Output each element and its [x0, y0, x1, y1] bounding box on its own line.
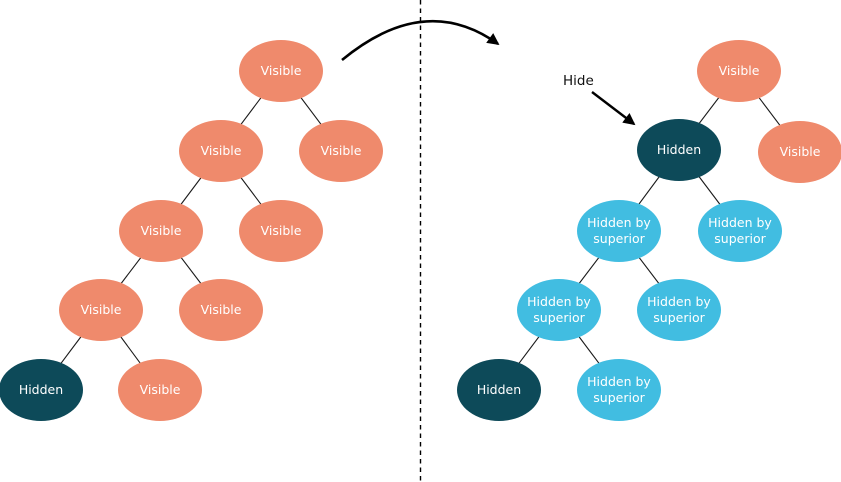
tree-node-visible: Visible: [697, 40, 781, 102]
tree-node-visible: Visible: [179, 120, 263, 182]
node-label: Visible: [260, 223, 302, 239]
tree-node-hidden-by-superior: Hidden by superior: [698, 200, 782, 262]
node-label: Visible: [200, 143, 242, 159]
node-label: Hidden by superior: [527, 294, 591, 325]
node-label: Hidden by superior: [587, 374, 651, 405]
node-label: Hidden: [18, 382, 64, 398]
tree-node-hidden-by-superior: Hidden by superior: [577, 359, 661, 421]
tree-node-hidden: Hidden: [457, 359, 541, 421]
tree-node-hidden-by-superior: Hidden by superior: [637, 279, 721, 341]
node-label: Visible: [779, 144, 821, 160]
tree-node-hidden: Hidden: [637, 119, 721, 181]
hide-arrow: [591, 91, 636, 126]
tree-node-visible: Visible: [239, 40, 323, 102]
node-label: Visible: [140, 223, 182, 239]
tree-node-visible: Visible: [119, 200, 203, 262]
node-label: Hidden by superior: [647, 294, 711, 325]
tree-node-visible: Visible: [179, 279, 263, 341]
node-label: Visible: [718, 63, 760, 79]
tree-node-visible: Visible: [299, 120, 383, 182]
node-label: Hidden by superior: [708, 215, 772, 246]
node-label: Hidden: [656, 142, 702, 158]
tree-node-hidden-by-superior: Hidden by superior: [517, 279, 601, 341]
tree-node-visible: Visible: [118, 359, 202, 421]
transform-arrow: [341, 19, 500, 62]
node-label: Visible: [260, 63, 302, 79]
node-label: Visible: [320, 143, 362, 159]
node-label: Hidden: [476, 382, 522, 398]
tree-node-hidden: Hidden: [0, 359, 83, 421]
node-label: Visible: [139, 382, 181, 398]
node-label: Visible: [200, 302, 242, 318]
hide-annotation-label: Hide: [563, 73, 594, 89]
tree-node-visible: Visible: [758, 121, 841, 183]
tree-node-visible: Visible: [59, 279, 143, 341]
tree-node-hidden-by-superior: Hidden by superior: [577, 200, 661, 262]
node-label: Hidden by superior: [587, 215, 651, 246]
node-label: Visible: [80, 302, 122, 318]
tree-node-visible: Visible: [239, 200, 323, 262]
